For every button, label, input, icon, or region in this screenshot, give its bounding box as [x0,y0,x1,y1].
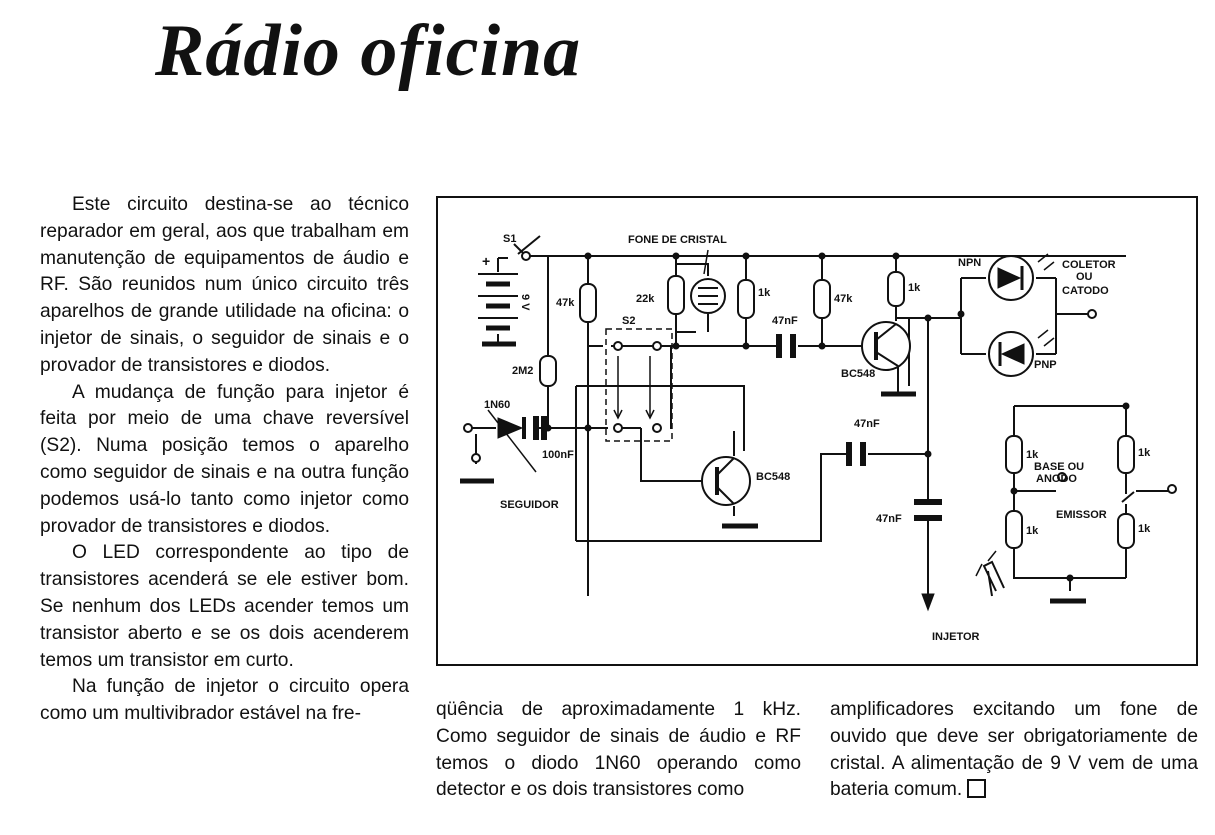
label-1k-d: 1k [1138,447,1151,459]
label-emissor: EMISSOR [1056,509,1107,521]
label-s1: S1 [503,233,516,245]
led-pnp [988,329,1055,377]
label-bc548-bottom: BC548 [756,471,790,483]
page-title: Rádio oficina [155,10,582,92]
end-of-article-mark [967,779,987,799]
label-47k-b: 47k [834,293,853,305]
label-catodo: CATODO [1062,285,1109,297]
article-column-1: Este circuito destina-se ao técnico repa… [40,192,409,728]
battery-symbol [478,273,518,347]
article-column-2: qüência de aproximadamente 1 kHz. Como s… [436,697,801,804]
label-1k-c: 1k [1026,449,1039,461]
label-pnp: PNP [1034,359,1057,371]
label-47nf-a: 47nF [772,315,798,327]
paragraph-conclusion-text: amplificadores excitando um fone de ouvi… [830,699,1198,801]
label-47nf-c: 47nF [876,513,902,525]
label-plus: + [482,253,490,269]
transistor-bc548-top [861,321,911,371]
label-base: BASE OU [1034,461,1084,473]
label-1k-b: 1k [908,282,921,294]
switch-s1 [517,235,541,255]
label-47k-a: 47k [556,297,575,309]
label-1k-f: 1k [1138,523,1151,535]
label-anodo: ANODO [1036,473,1077,485]
led-npn [988,253,1055,301]
label-100nf: 100nF [542,449,574,461]
label-battery: 9 V [519,294,531,311]
label-fone: FONE DE CRISTAL [628,234,727,246]
paragraph-switch: A mudança de função para injetor é feita… [40,381,409,537]
paragraph-conclusion: amplificadores excitando um fone de ouvi… [830,697,1198,804]
label-47nf-b: 47nF [854,418,880,430]
crystal-earphone [690,249,726,314]
resistors [539,271,1135,549]
potentiometer-tap [1121,491,1135,503]
diode-1n60 [487,409,537,473]
switch-s2 [605,328,673,442]
paragraph-injector: Na função de injetor o circuito opera co… [40,676,409,725]
label-seguidor: SEGUIDOR [500,499,559,511]
label-1n60: 1N60 [484,399,510,411]
label-ou-a: OU [1076,271,1093,283]
schematic-drawing: S1 + 9 V FONE DE CRISTAL 47k 22k 1k 47nF… [436,196,1198,666]
label-npn: NPN [958,257,981,269]
label-s2: S2 [622,315,635,327]
junctions [544,252,1130,582]
paragraph-led: O LED correspondente ao tipo de transist… [40,542,409,671]
circuit-schematic: S1 + 9 V FONE DE CRISTAL 47k 22k 1k 47nF… [436,196,1198,666]
label-injetor: INJETOR [932,631,980,643]
transistor-bc548-bottom [701,456,751,506]
paragraph-continuation: qüência de aproximadamente 1 kHz. Como s… [436,699,801,801]
label-bc548-top: BC548 [841,368,875,380]
alligator-clip [975,550,1005,597]
capacitors [533,334,942,521]
paragraph-intro: Este circuito destina-se ao técnico repa… [40,194,409,376]
injector-probe [921,593,935,612]
label-1k-a: 1k [758,287,771,299]
article-column-3: amplificadores excitando um fone de ouvi… [830,697,1198,804]
label-coletor: COLETOR [1062,259,1116,271]
label-22k: 22k [636,293,655,305]
terminals [463,251,1177,494]
label-1k-e: 1k [1026,525,1039,537]
label-2m2: 2M2 [512,365,533,377]
wiring [460,243,1168,606]
